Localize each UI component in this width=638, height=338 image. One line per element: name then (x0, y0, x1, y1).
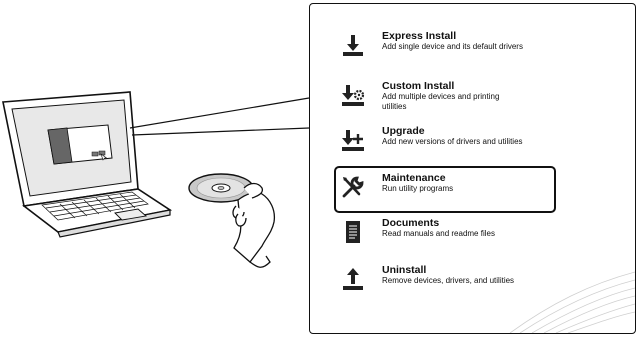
menu-item-uninstall[interactable]: Uninstall Remove devices, drivers, and u… (336, 264, 576, 304)
installer-menu-panel: Express Install Add single device and it… (309, 3, 636, 334)
item-title: Documents (382, 217, 582, 229)
item-title: Upgrade (382, 125, 582, 137)
menu-item-express-install[interactable]: Express Install Add single device and it… (336, 30, 576, 70)
download-plus-icon (340, 127, 366, 153)
laptop-cd-illustration (0, 0, 310, 338)
menu-item-custom-install[interactable]: Custom Install Add multiple devices and … (336, 80, 576, 120)
item-description: Remove devices, drivers, and utilities (382, 276, 582, 286)
document-icon (340, 219, 366, 245)
menu-item-upgrade[interactable]: Upgrade Add new versions of drivers and … (336, 125, 576, 165)
item-title: Express Install (382, 30, 582, 42)
item-description: Run utility programs (382, 184, 582, 194)
item-description: Add multiple devices and printing utilit… (382, 92, 502, 112)
item-description: Add new versions of drivers and utilitie… (382, 137, 582, 147)
download-arrow-icon (340, 32, 366, 58)
wrench-screwdriver-icon (340, 174, 366, 200)
item-title: Maintenance (382, 172, 582, 184)
upload-arrow-icon (340, 266, 366, 292)
item-title: Uninstall (382, 264, 582, 276)
download-gear-icon (340, 82, 366, 108)
item-description: Read manuals and readme files (382, 229, 582, 239)
menu-item-documents[interactable]: Documents Read manuals and readme files (336, 217, 576, 257)
item-description: Add single device and its default driver… (382, 42, 582, 52)
item-title: Custom Install (382, 80, 582, 92)
menu-item-maintenance[interactable]: Maintenance Run utility programs (336, 172, 576, 212)
